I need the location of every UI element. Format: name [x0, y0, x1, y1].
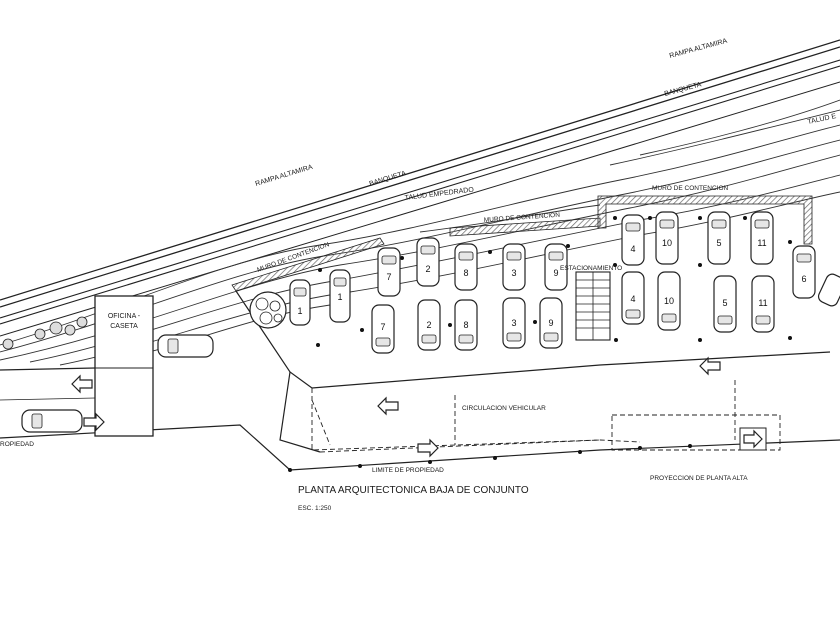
propiedad-left-label: ROPIEDAD [0, 441, 34, 448]
arrow-right-icon [739, 427, 767, 451]
oficina-caseta: OFICINA - CASETA [94, 295, 154, 437]
car-icon: 4 [621, 271, 645, 325]
car-icon: 1 [329, 269, 351, 323]
rampa-altamira-top-label: RAMPA ALTAMIRA [669, 38, 729, 60]
car-icon: 8 [454, 299, 478, 351]
parking-number: 8 [463, 268, 468, 278]
drawing-scale: ESC. 1:250 [298, 505, 332, 512]
estacionamiento-label: ESTACIONAMIENTO [560, 265, 622, 272]
car-icon: 1 [289, 279, 311, 326]
tree-icon [249, 291, 287, 329]
structure-columns [316, 216, 792, 347]
car-icon: 10 [655, 211, 679, 265]
parking-number: 5 [722, 298, 727, 308]
car-icon [817, 273, 840, 307]
proyeccion-planta-alta-label: PROYECCION DE PLANTA ALTA [650, 475, 748, 482]
parking-number: 7 [386, 272, 391, 282]
car-icon: 5 [707, 211, 731, 265]
arrow-left-icon [377, 396, 399, 416]
boundary-markers [288, 440, 762, 472]
parking-number: 9 [548, 318, 553, 328]
arrow-right-icon [83, 412, 105, 432]
car-icon: 4 [621, 214, 645, 266]
caseta-label: CASETA [110, 323, 138, 330]
parking-number: 3 [511, 318, 516, 328]
circulacion-vehicular-label: CIRCULACION VEHICULAR [462, 405, 546, 412]
parking-number: 3 [511, 268, 516, 278]
banqueta-mid-label: BANQUETA [369, 170, 408, 188]
parking-number: 6 [801, 274, 806, 284]
muro-contencion-walls [231, 195, 813, 292]
car-icon: 9 [544, 243, 568, 291]
parking-number: 1 [297, 306, 302, 316]
stair-icon [575, 271, 611, 341]
arrow-left-icon [699, 356, 721, 376]
parking-number: 10 [664, 296, 674, 306]
car-icon [157, 334, 214, 358]
parking-number: 5 [716, 238, 721, 248]
car-icon: 2 [417, 299, 441, 351]
car-icon: 3 [502, 243, 526, 291]
oficina-label: OFICINA - [108, 313, 141, 320]
muro-contencion-label-3: MURO DE CONTENCION [652, 185, 729, 192]
car-icon: 6 [792, 245, 816, 299]
car-icon: 11 [750, 211, 774, 265]
car-icon: 5 [713, 275, 737, 333]
car-icon: 11 [751, 275, 775, 333]
shrub-icon [2, 316, 88, 350]
dashed-lines [311, 380, 781, 453]
car-icon: 9 [539, 297, 563, 349]
parking-cars: 1 1 7 2 8 3 9 4 [21, 211, 840, 433]
limite-propiedad-label: LIMITE DE PROPIEDAD [372, 467, 444, 474]
car-icon: 10 [657, 271, 681, 331]
arrow-right-icon [417, 438, 439, 458]
parking-number: 4 [630, 244, 635, 254]
parking-number: 11 [758, 298, 767, 308]
parking-number: 1 [337, 292, 342, 302]
parking-number: 10 [662, 238, 672, 248]
car-icon: 7 [377, 247, 401, 297]
parking-number: 2 [425, 264, 430, 274]
car-icon: 8 [454, 243, 478, 291]
drawing-title: PLANTA ARQUITECTONICA BAJA DE CONJUNTO [298, 485, 529, 496]
car-icon [21, 409, 83, 433]
rampa-altamira-road [0, 39, 840, 337]
rampa-altamira-left-label: RAMPA ALTAMIRA [255, 164, 314, 188]
parking-number: 7 [380, 322, 385, 332]
car-icon: 7 [371, 304, 395, 354]
parking-number: 9 [553, 268, 558, 278]
car-icon: 3 [502, 297, 526, 349]
parking-number: 11 [757, 238, 766, 248]
parking-number: 2 [426, 320, 431, 330]
talud-right-label: TALUD E [807, 113, 837, 126]
parking-number: 8 [463, 320, 468, 330]
car-icon: 2 [416, 237, 440, 287]
arrow-left-icon [71, 374, 93, 394]
parking-number: 4 [630, 294, 635, 304]
